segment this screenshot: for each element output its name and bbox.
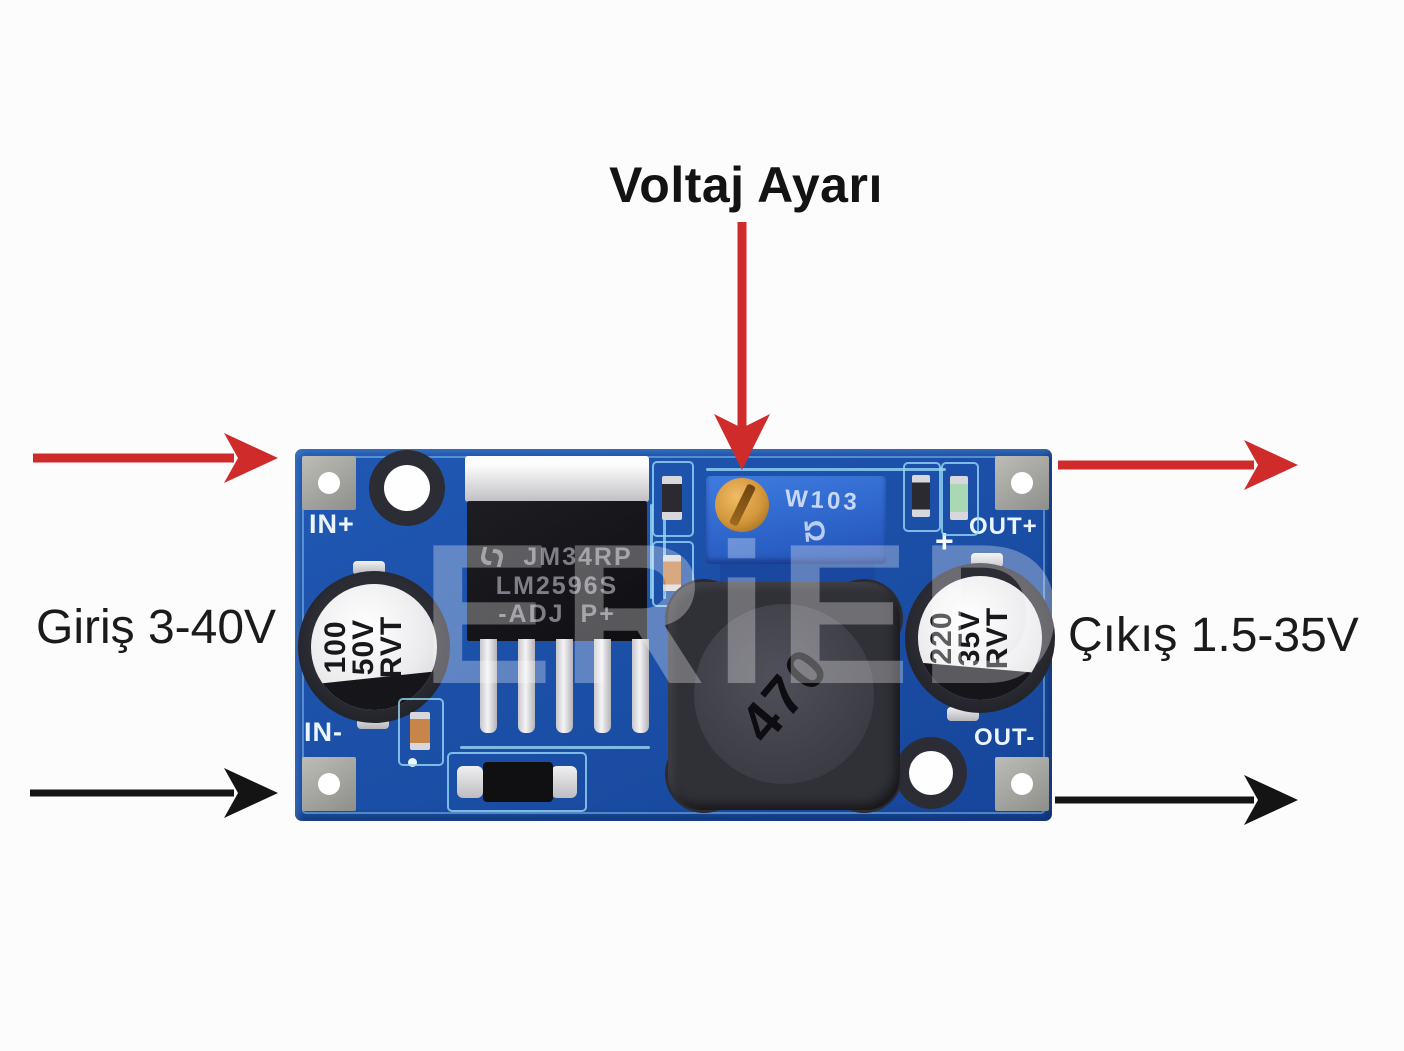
ic-lot-code: JM34RP [523,542,633,571]
input-voltage-label: Giriş 3-40V [36,601,277,654]
inductor: 470 [665,579,903,813]
screw-slot [728,483,757,527]
inductor-marking: 470 [726,634,842,754]
pad-in-minus [302,757,356,811]
inductor-face: 470 [694,604,874,784]
label-out-plus: OUT+ [969,513,1038,540]
smd-capacitor [410,712,430,750]
ns-logo-icon [481,547,503,567]
ic-chip: JM34RP LM2596S -ADJ P+ [467,501,647,641]
silk-trace [706,468,946,471]
silk-trace [663,504,666,599]
input-negative-arrow [30,768,278,818]
output-voltage-label: Çıkış 1.5-35V [1068,609,1359,662]
mounting-hole-bottom-right [895,737,967,809]
pad-hole [318,773,340,795]
smd-outline [652,461,694,537]
pad-hole [1011,472,1033,494]
pad-hole [1011,773,1033,795]
cap-brand: RVT [981,606,1015,670]
ic-part-number: LM2596S [495,571,619,600]
ic-suffix: -ADJ [498,600,565,629]
cap-brand: RVT [375,615,409,679]
via [408,758,417,767]
ic-leg [480,639,497,733]
trimmer-marking: W103 [784,485,861,516]
voltage-adjust-label: Voltaj Ayarı [609,157,883,213]
smd-capacitor [663,555,681,591]
polarity-plus-mark: + [935,523,954,559]
smd-resistor [662,476,682,520]
ic-leg [556,639,573,733]
capacitor-top: 100 50V RVT [311,584,437,710]
input-positive-arrow [33,433,278,483]
capacitor-marking: 220 35V RVT [918,576,1042,700]
smd-outline [941,462,979,536]
smd-resistor [912,475,930,517]
output-positive-arrow [1058,440,1298,490]
arrow-head [1244,440,1298,490]
hole-bore [384,465,430,511]
cap-value: 100 [318,620,352,674]
smd-outline [398,698,444,766]
cap-value: 220 [924,611,958,665]
mounting-hole-top-left [369,450,445,526]
arrow-head [1244,775,1298,825]
trimmer-screw [715,478,769,532]
label-in-minus: IN- [304,717,343,747]
trimmer-potentiometer: W103 Ω [706,476,886,564]
diode-pad [457,766,483,798]
silk-trace [650,504,653,599]
label-out-minus: OUT- [974,724,1036,751]
label-in-plus: IN+ [309,509,355,539]
pcb-board: IN+ IN- OUT+ OUT- + 100 50V RVT [295,449,1055,821]
diode [483,762,553,802]
smd-outline [903,462,941,532]
pad-hole [318,472,340,494]
cap-voltage: 50V [346,618,380,676]
ic-heatsink-tab [465,456,649,502]
output-negative-arrow [1055,775,1298,825]
capacitor-marking: 100 50V RVT [311,584,437,710]
pad-out-plus [995,456,1049,510]
arrow-head [224,768,278,818]
output-capacitor: 220 35V RVT [905,563,1055,713]
capacitor-top: 220 35V RVT [918,576,1042,700]
voltage-adjust-arrow [714,222,770,470]
ic-leg [594,639,611,733]
arrow-head [224,433,278,483]
smd-led [950,476,968,520]
diode-pad [551,766,577,798]
silk-trace [460,746,650,749]
pad-in-plus [302,456,356,510]
ic-leg [632,639,649,733]
diode-outline [447,752,587,812]
pad-out-minus [995,757,1049,811]
cap-voltage: 35V [952,609,986,667]
ic-leg [518,639,535,733]
input-capacitor: 100 50V RVT [298,571,450,723]
hole-bore [909,751,953,795]
ic-suffix2: P+ [580,600,616,629]
trimmer-logo: Ω [798,518,832,544]
